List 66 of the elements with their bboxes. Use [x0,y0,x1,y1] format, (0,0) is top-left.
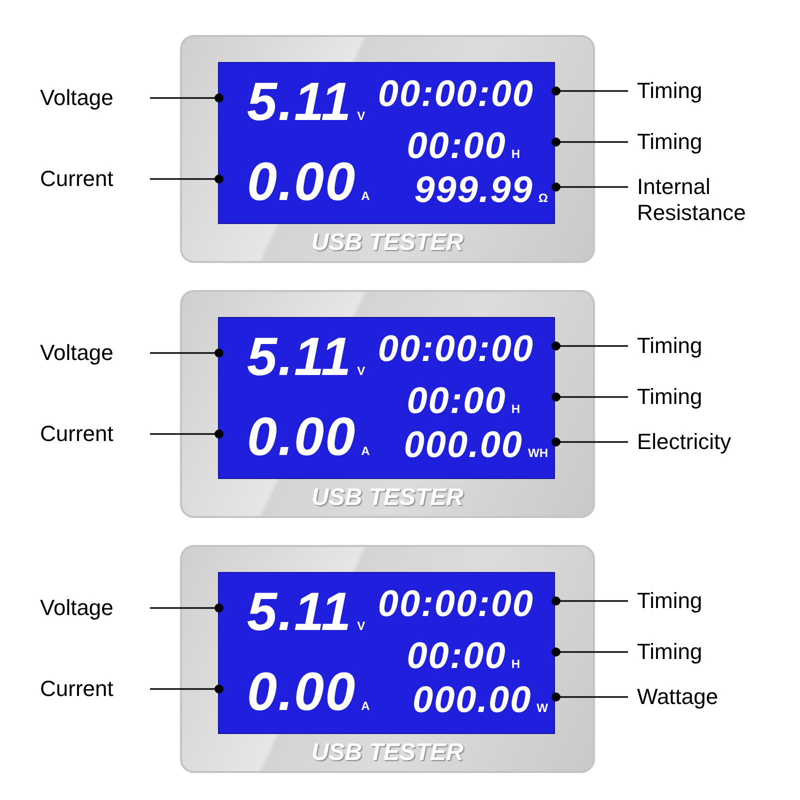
unit-label: V [357,109,366,123]
tester-device [180,545,595,773]
device-label: USB TESTER [310,484,464,512]
reading-value: 5.11 [247,71,352,133]
unit-label: Ω [538,191,548,205]
callout-label: Internal Resistance [637,174,747,226]
callout-label: Timing [637,639,702,665]
leader-line [552,342,628,350]
callout-label: Current [40,421,114,447]
reading-value: 00:00:00 [378,328,534,370]
leader-line [150,94,224,102]
reading-value: 000.00 [404,424,523,466]
reading-value: 000.00 [412,679,532,721]
unit-label: WH [528,446,548,460]
lcd-screen [218,317,555,479]
unit-label: A [361,699,370,713]
reading-value: 5.11 [247,326,352,388]
leader-line [552,182,628,192]
callout-label: Timing [637,333,702,359]
unit-label: A [361,444,370,458]
callout-label: Wattage [637,684,718,710]
callout-label: Timing [637,129,702,155]
lcd-screen [218,572,555,734]
reading-value: 0.00 [247,661,356,723]
leader-line [150,604,224,612]
unit-label: H [511,657,520,671]
unit-label: W [536,701,548,715]
callout-label: Timing [637,78,702,104]
reading-value: 00:00 [406,635,506,677]
unit-label: A [361,189,370,203]
device-label: USB TESTER [310,739,464,767]
reading-value: 00:00:00 [378,73,534,115]
callout-label: Voltage [40,595,114,621]
leader-line [150,174,224,184]
leader-line [552,648,628,656]
reading-value: 00:00 [406,125,506,167]
reading-value: 00:00:00 [378,583,534,625]
lcd-screen [218,62,555,224]
unit-label: H [511,402,520,416]
unit-label: V [357,619,366,633]
tester-device [180,290,595,518]
reading-value: 5.11 [247,581,352,643]
reading-value: 00:00 [406,380,506,422]
callout-label: Voltage [40,85,114,111]
reading-value: 999.99 [414,169,534,211]
leader-line [552,692,628,702]
leader-line [150,430,224,438]
reading-value: 0.00 [247,151,356,213]
tester-device [180,35,595,263]
callout-label: Voltage [40,340,114,366]
callout-label: Current [40,166,114,192]
leader-line [150,684,224,694]
callout-label: Timing [637,588,702,614]
reading-value: 0.00 [247,406,356,468]
leader-line [552,138,628,146]
callout-label: Current [40,676,114,702]
leader-line [552,392,628,402]
leader-line [552,596,628,606]
unit-label: V [357,364,366,378]
callout-label: Electricity [637,429,732,455]
device-label: USB TESTER [310,229,464,257]
leader-line [552,438,628,446]
leader-line [552,86,628,96]
unit-label: H [511,147,520,161]
leader-line [150,348,224,358]
callout-label: Timing [637,384,702,410]
